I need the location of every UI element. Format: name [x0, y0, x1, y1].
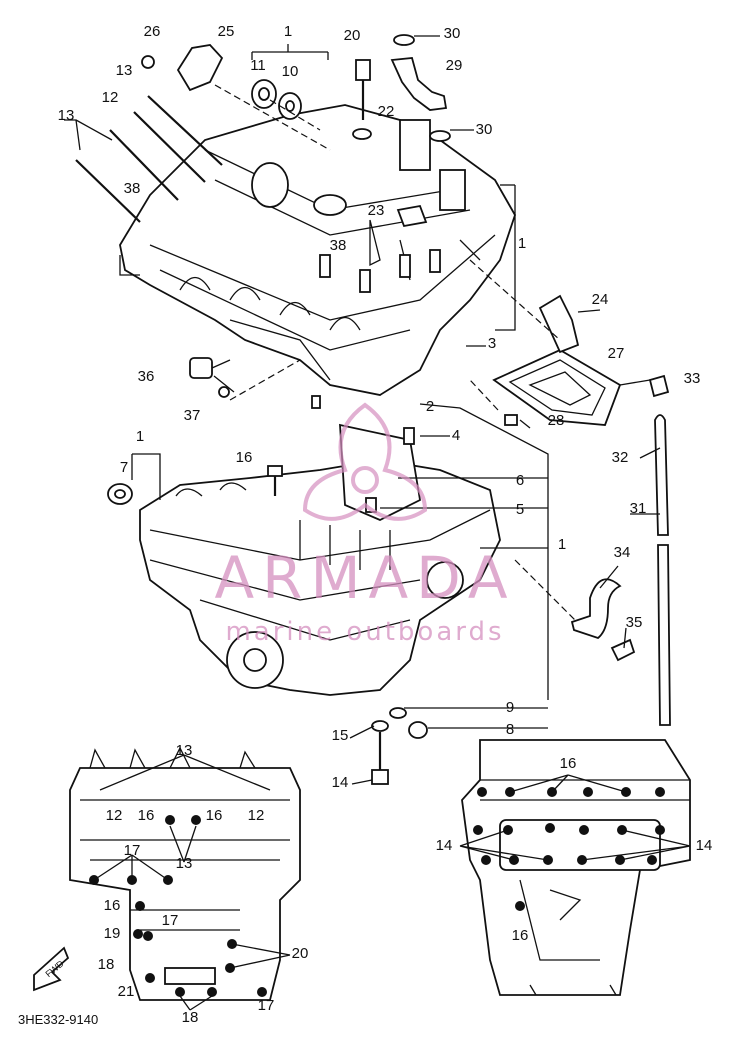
part-callout-3: 3 [488, 335, 496, 352]
part-callout-19: 19 [104, 925, 121, 942]
part-callout-30: 30 [476, 121, 493, 138]
part-callout-7: 7 [120, 459, 128, 476]
inset-right-view [459, 739, 691, 996]
part-callout-13: 13 [176, 855, 193, 872]
part-callout-13: 13 [176, 742, 193, 759]
part-callout-12: 12 [106, 807, 123, 824]
part-callout-22: 22 [378, 103, 395, 120]
part-callout-36: 36 [138, 368, 155, 385]
watermark: ARMADA marine outboards [214, 402, 515, 647]
part-callout-16: 16 [512, 927, 529, 944]
top-small-parts [141, 34, 474, 228]
part-callout-26: 26 [144, 23, 161, 40]
part-callout-37: 37 [184, 407, 201, 424]
part-callout-2: 2 [426, 398, 434, 415]
part-callout-5: 5 [516, 501, 524, 518]
part-callout-20: 20 [344, 27, 361, 44]
part-callout-21: 21 [118, 983, 135, 1000]
inset-left-view [69, 746, 301, 1011]
part-callout-23: 23 [368, 202, 385, 219]
part-callout-11: 11 [250, 57, 266, 74]
part-callout-28: 28 [548, 412, 565, 429]
part-callout-38: 38 [330, 237, 347, 254]
part-callout-14: 14 [696, 837, 713, 854]
part-callout-15: 15 [332, 727, 349, 744]
watermark-tagline: marine outboards [225, 617, 504, 647]
part-callout-13: 13 [58, 107, 75, 124]
part-callout-34: 34 [614, 544, 631, 561]
part-callout-16: 16 [206, 807, 223, 824]
leader-lines [214, 84, 660, 785]
part-callout-25: 25 [218, 23, 235, 40]
part-callout-16: 16 [236, 449, 253, 466]
part-callout-8: 8 [506, 721, 514, 738]
part-callout-16: 16 [138, 807, 155, 824]
part-callout-18: 18 [98, 956, 115, 973]
part-callout-32: 32 [612, 449, 629, 466]
part-callout-1: 1 [136, 428, 144, 445]
fwd-arrow-icon: FWD [33, 946, 70, 992]
part-callout-35: 35 [626, 614, 643, 631]
part-callout-33: 33 [684, 370, 701, 387]
studs-12-13 [64, 95, 223, 223]
part-callout-1: 1 [558, 536, 566, 553]
part-callout-1: 1 [284, 23, 292, 40]
part-callout-12: 12 [248, 807, 265, 824]
part-callout-24: 24 [592, 291, 609, 308]
part-callout-17: 17 [258, 997, 275, 1014]
part-callout-20: 20 [292, 945, 309, 962]
part-callout-29: 29 [446, 57, 463, 74]
part-callout-10: 10 [282, 63, 299, 80]
upper-crankcase [119, 104, 516, 396]
oil-pan-plate-parts [492, 294, 671, 726]
part-callout-9: 9 [506, 699, 514, 716]
drain-parts-8-9-14-15 [371, 707, 428, 785]
part-callout-16: 16 [560, 755, 577, 772]
sensor-36 [189, 357, 235, 398]
part-callout-38: 38 [124, 180, 141, 197]
watermark-brand: ARMADA [214, 544, 515, 612]
part-callout-17: 17 [162, 912, 179, 929]
diagram-code: 3HE332-9140 [18, 1012, 98, 1027]
part-callout-4: 4 [452, 427, 460, 444]
part-callout-12: 12 [102, 89, 119, 106]
part-callout-18: 18 [182, 1009, 199, 1026]
part-callout-6: 6 [516, 472, 524, 489]
bolt-16 [267, 465, 283, 496]
part-callout-27: 27 [608, 345, 625, 362]
part-callout-16: 16 [104, 897, 121, 914]
part-callout-14: 14 [332, 774, 349, 791]
part-callout-13: 13 [116, 62, 133, 79]
oil-seal-7 [107, 453, 161, 505]
part-callout-31: 31 [630, 500, 647, 517]
part-callout-30: 30 [444, 25, 461, 42]
part-callout-1: 1 [518, 235, 526, 252]
watermark-logo-icon [302, 402, 428, 521]
part-callout-14: 14 [436, 837, 453, 854]
part-callout-17: 17 [124, 842, 141, 859]
